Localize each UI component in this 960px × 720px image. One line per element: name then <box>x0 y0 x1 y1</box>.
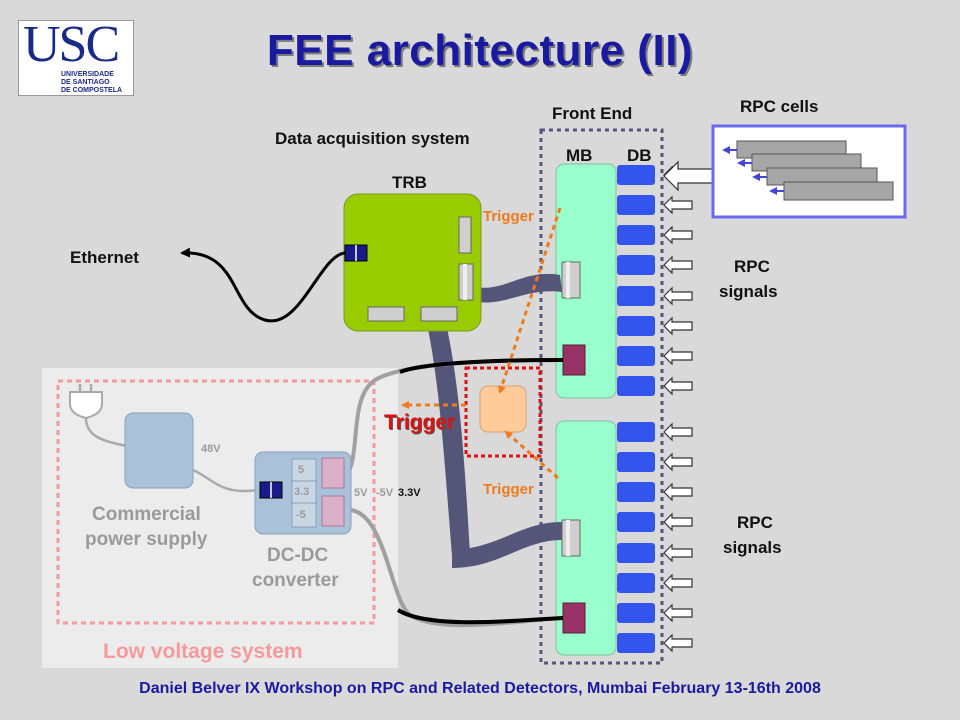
rpc-signals-top-line2: signals <box>719 282 778 301</box>
trigger-module <box>479 385 527 433</box>
mb-label: MB <box>566 146 593 165</box>
db-chip <box>617 603 655 623</box>
db-chip <box>617 316 655 336</box>
rpc-signals-bottom-line1: RPC <box>737 513 773 532</box>
power-cable-top-black <box>399 358 564 374</box>
trigger-label-top: Trigger <box>483 208 534 225</box>
db-chip <box>617 573 655 593</box>
db-chip <box>617 422 655 442</box>
trigger-arrow-from-top <box>498 207 562 394</box>
dcdc-output-connector-top <box>321 457 345 489</box>
flat-cable-top <box>466 273 562 303</box>
dcdc-line1: DC-DC <box>267 545 329 566</box>
output-voltage-3-3v: 3.3V <box>398 487 421 499</box>
commercial-supply-line2: power supply <box>85 529 208 550</box>
signal-arrow <box>663 286 693 306</box>
voltage-3-3: 3.3 <box>294 486 310 498</box>
mb-power-connector-bottom <box>562 602 586 634</box>
usc-logo: USC UNIVERSIDADE DE SANTIAGO DE COMPOSTE… <box>18 16 134 96</box>
ethernet-cable <box>180 247 346 323</box>
low-voltage-label: Low voltage system <box>103 640 303 663</box>
db-chip <box>617 512 655 532</box>
commercial-supply-line1: Commercial <box>92 504 201 525</box>
signal-arrow <box>663 512 693 532</box>
trb-board-body <box>343 193 482 332</box>
daughterboard-chips <box>617 165 655 653</box>
signal-arrow <box>663 255 693 275</box>
db-chip <box>617 195 655 215</box>
voltage-plus5: 5 <box>298 464 305 476</box>
output-voltage-minus5v: -5V <box>376 487 394 499</box>
db-chip <box>617 376 655 396</box>
signal-arrow <box>663 452 693 472</box>
signal-arrow <box>663 422 693 442</box>
signal-arrow <box>663 225 693 245</box>
rpc-cell <box>783 181 894 201</box>
ethernet-label: Ethernet <box>70 248 139 267</box>
signal-arrow <box>663 603 693 623</box>
logo-line-1: UNIVERSIDADE <box>61 71 114 78</box>
footer: Daniel Belver IX Workshop on RPC and Rel… <box>139 680 821 697</box>
trigger-label-main: Trigger <box>384 411 456 434</box>
commercial-power-supply <box>124 412 194 489</box>
trb-chip-bottom-right <box>420 306 458 322</box>
db-chip <box>617 165 655 185</box>
signal-arrow <box>663 195 693 215</box>
power-cable-bottom-black <box>396 608 564 625</box>
signal-arrow <box>663 346 693 366</box>
db-chip <box>617 346 655 366</box>
trb-board <box>343 193 482 332</box>
supply-cable <box>192 468 259 493</box>
logo-text: USC <box>23 16 120 73</box>
mb-power-connector-top <box>562 344 586 376</box>
mb-connector-bottom <box>561 519 581 557</box>
voltage-minus5: -5 <box>296 509 306 521</box>
slide-title: FEE architecture (II) <box>266 26 694 75</box>
dcdc-output-connector-bottom <box>321 495 345 527</box>
voltage-48v: 48V <box>201 443 221 455</box>
signal-arrow <box>663 376 693 396</box>
rpc-cells-arrow <box>663 160 714 192</box>
rpc-signals-bottom-line2: signals <box>723 538 782 557</box>
db-label: DB <box>627 146 652 165</box>
dcdc-line2: converter <box>252 570 339 591</box>
data-acquisition-label: Data acquisition system <box>275 129 470 148</box>
front-end-label: Front End <box>552 104 633 123</box>
output-voltage-5v: 5V <box>354 487 368 499</box>
trigger-arrow-from-bottom <box>504 430 559 480</box>
flat-cable-bottom <box>452 522 562 568</box>
logo-line-2: DE SANTIAGO <box>61 79 110 86</box>
db-chip <box>617 255 655 275</box>
dcdc-converter <box>254 451 352 535</box>
logo-line-3: DE COMPOSTELA <box>61 87 123 94</box>
mb-connector-top <box>561 261 581 299</box>
front-end-boundary <box>539 128 664 665</box>
db-chip <box>617 633 655 653</box>
db-chip <box>617 286 655 306</box>
signal-arrow <box>663 633 693 653</box>
flat-cable-vertical <box>425 315 470 556</box>
signal-arrow <box>663 482 693 502</box>
trb-chip-bottom-left <box>367 306 405 322</box>
trigger-label-bottom: Trigger <box>483 481 534 498</box>
trb-chip <box>458 216 472 254</box>
rpc-signal-arrows <box>663 160 714 653</box>
low-voltage-boundary <box>56 379 376 625</box>
signal-arrow <box>663 573 693 593</box>
trigger-box <box>464 366 542 458</box>
signal-arrow <box>663 543 693 563</box>
db-chip <box>617 482 655 502</box>
trb-label: TRB <box>392 173 427 192</box>
rpc-cells-label: RPC cells <box>740 97 819 116</box>
db-chip <box>617 543 655 563</box>
rpc-cells <box>711 124 907 219</box>
db-chip <box>617 452 655 472</box>
db-chip <box>617 225 655 245</box>
signal-arrow <box>663 316 693 336</box>
rpc-signals-top-line1: RPC <box>734 257 770 276</box>
